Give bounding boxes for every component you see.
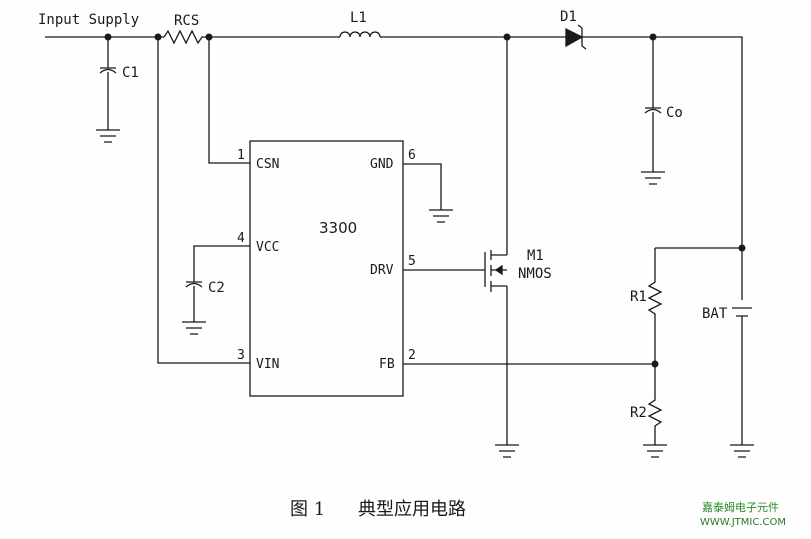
pin-vcc-name: VCC	[256, 240, 279, 255]
junction-dot	[154, 33, 162, 41]
output-wire	[582, 36, 743, 300]
pin-vcc-number: 4	[237, 231, 245, 246]
c1-capacitor-symbol	[99, 37, 117, 130]
gnd-wire	[403, 163, 442, 210]
pin-drv-name: DRV	[370, 263, 394, 278]
r1-label: R1	[630, 289, 647, 305]
ground-symbols	[96, 129, 754, 458]
bat-symbol	[732, 307, 752, 445]
r2-label: R2	[630, 405, 647, 421]
rcs-label: RCS	[174, 13, 199, 29]
junction-dot	[205, 33, 213, 41]
pin-vin-name: VIN	[256, 357, 279, 372]
l1-inductor-symbol	[339, 31, 381, 38]
pin-fb-name: FB	[379, 357, 395, 372]
junction-dot	[104, 33, 112, 41]
junction-dot	[651, 360, 659, 368]
ground-icon	[643, 444, 667, 458]
m1-label: M1	[527, 248, 544, 264]
watermark-line2: WWW.JTMIC.COM	[700, 517, 786, 528]
l1-label: L1	[350, 10, 367, 26]
watermark-line1: 嘉泰姆电子元件	[702, 500, 779, 514]
pin-drv-number: 5	[408, 254, 416, 269]
pin-gnd-number: 6	[408, 148, 416, 163]
c1-label: C1	[122, 65, 139, 81]
junction-dot	[738, 244, 746, 252]
junction-dot	[649, 33, 657, 41]
rcs-resistor-symbol	[163, 29, 209, 45]
vin-wire	[157, 37, 250, 364]
bat-label: BAT	[702, 306, 728, 322]
ground-icon	[730, 444, 754, 458]
csn-wire	[208, 37, 250, 164]
pin-vin-number: 3	[237, 348, 245, 363]
wires	[45, 24, 752, 445]
nmos-label: NMOS	[518, 266, 552, 282]
ground-icon	[96, 129, 120, 143]
mosfet-arrow	[494, 264, 503, 276]
pin-fb-number: 2	[408, 348, 416, 363]
chip-name: 3300	[319, 219, 357, 237]
ground-icon	[495, 444, 519, 458]
r1-r2-divider-symbol	[647, 247, 742, 445]
ground-icon	[641, 171, 665, 185]
c2-capacitor-symbol	[185, 245, 250, 322]
co-capacitor-symbol	[644, 37, 662, 172]
ground-icon	[182, 321, 206, 335]
junction-dots	[104, 33, 746, 368]
ic-body	[249, 140, 404, 397]
figure-number: 图 1	[290, 499, 325, 520]
co-label: Co	[666, 105, 683, 121]
ground-icon	[429, 209, 453, 223]
input-supply-label: Input Supply	[38, 12, 139, 28]
pin-csn-number: 1	[237, 148, 245, 163]
d1-label: D1	[560, 9, 577, 25]
d1-diode-symbol	[565, 27, 584, 48]
c2-label: C2	[208, 280, 225, 296]
figure-title: 典型应用电路	[358, 499, 466, 520]
pin-csn-name: CSN	[256, 157, 279, 172]
pin-gnd-name: GND	[370, 157, 394, 172]
junction-dot	[503, 33, 511, 41]
